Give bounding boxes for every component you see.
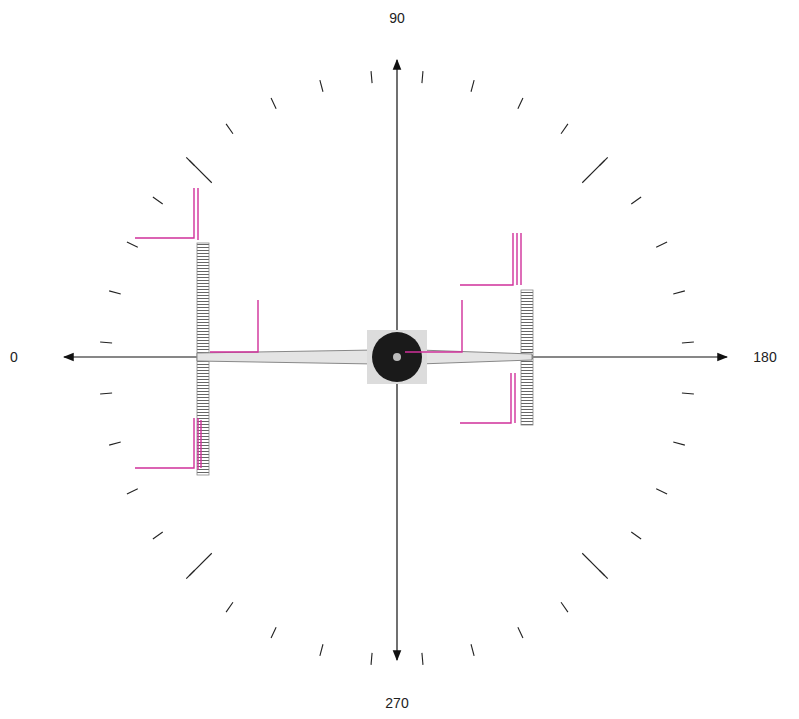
tick-mark bbox=[656, 242, 667, 247]
hub-base bbox=[367, 330, 427, 384]
tick-mark bbox=[320, 644, 323, 656]
tick-mark bbox=[561, 602, 568, 612]
tick-mark bbox=[100, 393, 112, 394]
tick-mark bbox=[226, 124, 233, 134]
tick-mark bbox=[127, 489, 138, 494]
axis-line bbox=[396, 357, 397, 660]
tick-mark bbox=[631, 532, 641, 539]
tick-mark bbox=[127, 242, 138, 247]
tick-mark bbox=[153, 532, 163, 539]
tick-mark bbox=[320, 80, 323, 92]
tick-mark bbox=[109, 291, 121, 294]
tick-mark bbox=[189, 160, 212, 183]
tick-mark bbox=[271, 98, 276, 109]
tick-mark bbox=[422, 653, 423, 665]
tick-mark bbox=[673, 442, 685, 445]
tick-mark bbox=[100, 342, 112, 343]
tick-mark bbox=[582, 553, 605, 576]
angle-label: 180 bbox=[753, 350, 776, 364]
angle-label: 90 bbox=[389, 11, 405, 25]
tick-mark bbox=[561, 124, 568, 134]
axis-line bbox=[396, 60, 397, 357]
tick-mark bbox=[271, 627, 276, 638]
angle-label: 0 bbox=[10, 350, 18, 364]
tick-mark bbox=[682, 342, 694, 343]
magenta-markers bbox=[135, 188, 521, 470]
tick-mark bbox=[518, 627, 523, 638]
tick-mark bbox=[582, 160, 605, 183]
tick-mark bbox=[371, 71, 372, 83]
tick-mark bbox=[518, 98, 523, 109]
hub-center bbox=[393, 353, 401, 361]
tick-mark bbox=[226, 602, 233, 612]
tick-mark bbox=[682, 393, 694, 394]
hub bbox=[372, 332, 422, 382]
tick-mark bbox=[673, 291, 685, 294]
tick-mark bbox=[471, 644, 474, 656]
tick-mark bbox=[471, 80, 474, 92]
tick-mark bbox=[189, 553, 212, 576]
tick-mark bbox=[422, 71, 423, 83]
angle-label: 270 bbox=[385, 696, 408, 710]
tick-mark bbox=[656, 489, 667, 494]
tick-mark bbox=[631, 197, 641, 204]
tick-mark bbox=[109, 442, 121, 445]
tick-mark bbox=[153, 197, 163, 204]
tick-mark bbox=[371, 653, 372, 665]
